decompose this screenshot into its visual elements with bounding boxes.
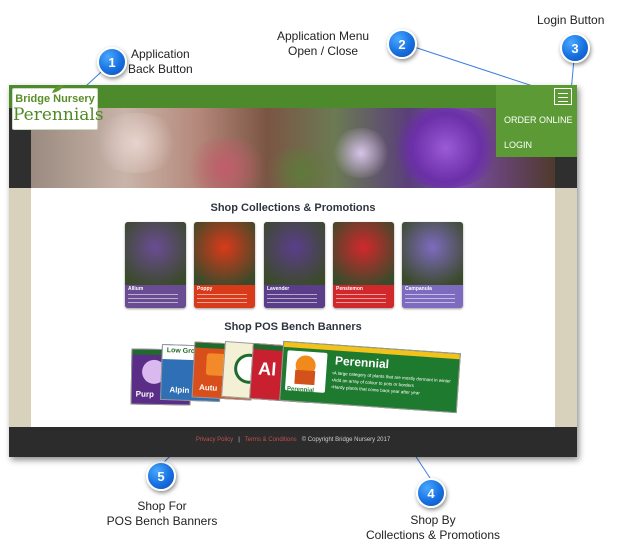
banner-front-title: Perennial	[334, 353, 390, 372]
collection-card-text-line	[405, 302, 455, 303]
collection-card[interactable]: Lavender	[264, 222, 325, 308]
collection-card-image	[125, 222, 186, 285]
collection-card-text-line	[405, 294, 455, 295]
collection-card-image	[194, 222, 255, 285]
pos-banner-stack[interactable]: Purp Low Grow Alpin Autu Al	[130, 340, 461, 421]
collection-card[interactable]: Campanula	[402, 222, 463, 308]
banner-perennial: Perennial Perennial •A large category of…	[279, 340, 461, 414]
menu-toggle-button[interactable]	[554, 88, 572, 105]
callout-4-label: Shop By Collections & Promotions	[355, 513, 511, 543]
collection-card-image	[402, 222, 463, 285]
callout-5-badge: 5	[146, 461, 176, 491]
back-button-logo[interactable]: Bridge Nursery Perennials	[12, 85, 104, 130]
banner-label-autumn: Autu	[198, 382, 218, 393]
collection-card-text-line	[128, 294, 178, 295]
collections-title: Shop Collections & Promotions	[210, 202, 376, 214]
collection-card-name: Allium	[128, 286, 144, 292]
callout-5-label: Shop For POS Bench Banners	[97, 499, 227, 529]
logo-line1: Bridge Nursery	[15, 93, 95, 105]
terms-conditions-link[interactable]: Terms & Conditions	[244, 437, 297, 443]
collection-card-text-line	[128, 298, 178, 299]
callout-2-badge: 2	[387, 29, 417, 59]
collection-card-text-line	[267, 298, 317, 299]
footer-separator: |	[238, 437, 240, 443]
callout-4-line1: Shop By	[410, 513, 456, 527]
collection-card[interactable]: Penstemon	[333, 222, 394, 308]
footer: Privacy Policy | Terms & Conditions © Co…	[9, 427, 577, 457]
collection-card-text-line	[197, 298, 247, 299]
callout-4-badge: 4	[416, 478, 446, 508]
app-window: Bridge Nursery Perennials ORDER ONLINE L…	[9, 85, 577, 457]
collection-card[interactable]: Poppy	[194, 222, 255, 308]
collection-card-text-line	[197, 302, 247, 303]
collection-card-name: Penstemon	[336, 286, 363, 292]
collection-card-text-line	[197, 294, 247, 295]
application-menu-panel: ORDER ONLINE LOGIN	[496, 85, 577, 157]
copyright-text: © Copyright Bridge Nursery 2017	[301, 437, 391, 443]
banner-label-alpine: Alpin	[169, 385, 190, 395]
collection-card-image	[264, 222, 325, 285]
banners-title: Shop POS Bench Banners	[224, 321, 362, 333]
collection-card-text-line	[405, 298, 455, 299]
order-online-menu-item[interactable]: ORDER ONLINE	[504, 115, 573, 125]
banner-front-label: Perennial	[286, 386, 315, 395]
collection-card-image	[333, 222, 394, 285]
hero-image	[31, 108, 555, 188]
main-content: Shop Collections & Promotions Allium Popp…	[31, 188, 555, 427]
callout-2-line1: Application Menu	[277, 29, 370, 43]
callout-3-badge: 3	[560, 33, 590, 63]
callout-1-label: Application Back Button	[128, 47, 193, 77]
leaf-icon	[52, 85, 64, 93]
callout-2-line2: Open / Close	[288, 44, 359, 58]
callout-4-line2: Collections & Promotions	[365, 528, 501, 542]
top-bar	[9, 85, 577, 108]
collection-card[interactable]: Allium	[125, 222, 186, 308]
collection-card-name: Campanula	[405, 286, 432, 292]
collection-card-name: Poppy	[197, 286, 213, 292]
collection-card-text-line	[267, 294, 317, 295]
banner-label-red: Al	[257, 358, 277, 380]
callout-2-label: Application Menu Open / Close	[277, 29, 369, 59]
collection-card-text-line	[128, 302, 178, 303]
banner-label-purple: Purp	[135, 389, 155, 399]
logo-line2: Perennials	[13, 105, 104, 125]
collection-card-text-line	[336, 302, 386, 303]
callout-1-badge: 1	[97, 47, 127, 77]
collection-card-name: Lavender	[267, 286, 290, 292]
collection-card-text-line	[336, 298, 386, 299]
login-menu-item[interactable]: LOGIN	[504, 140, 533, 150]
callout-5-line1: Shop For	[137, 499, 187, 513]
callout-1-line1: Application	[131, 47, 190, 61]
collection-card-text-line	[267, 302, 317, 303]
privacy-policy-link[interactable]: Privacy Policy	[195, 437, 234, 443]
collection-card-text-line	[336, 294, 386, 295]
callout-3-label: Login Button	[537, 13, 605, 27]
callout-5-line2: POS Bench Banners	[106, 514, 218, 528]
callout-1-line2: Back Button	[128, 62, 193, 76]
